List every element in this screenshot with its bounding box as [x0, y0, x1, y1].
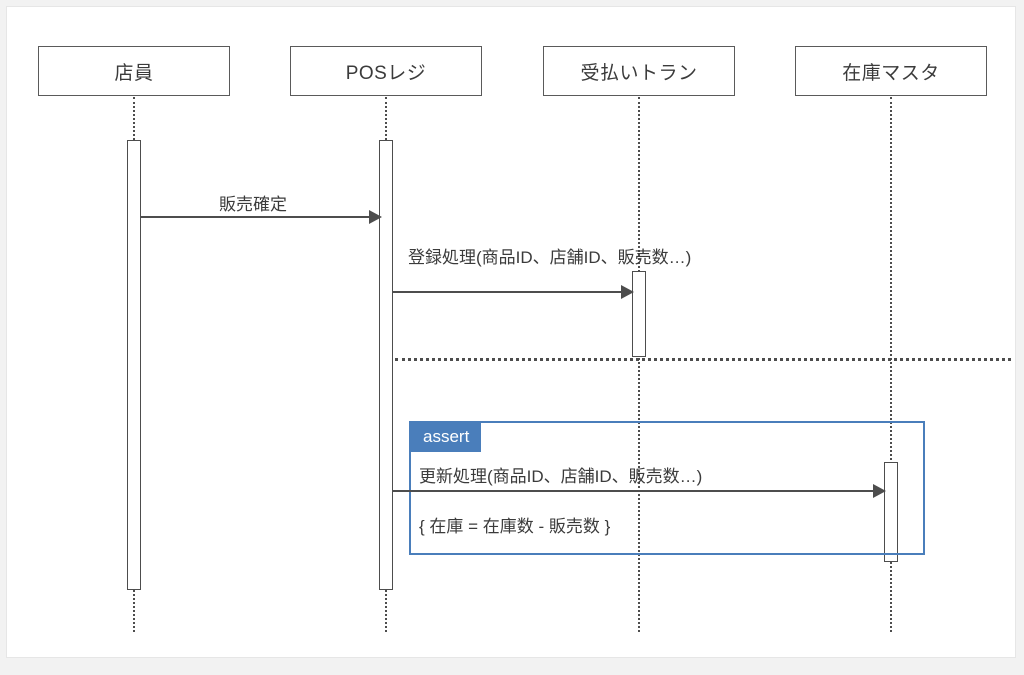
diagram-canvas: 店員 POSレジ 受払いトラン 在庫マスタ 販売確定 登録処理(商品ID、店舗I… [6, 6, 1016, 658]
participant-label-clerk: 店員 [114, 62, 154, 84]
message-label-update: 更新処理(商品ID、店舗ID、販売数…) [419, 467, 703, 486]
participant-box-clerk[interactable]: 店員 [38, 46, 230, 96]
diagram-section-divider [395, 358, 1011, 361]
lifeline-stock [890, 97, 892, 632]
combined-fragment-assert[interactable] [409, 421, 925, 555]
message-label-sales-confirm: 販売確定 [219, 195, 287, 214]
activation-bar-pos[interactable] [379, 140, 393, 590]
participant-label-tran: 受払いトラン [580, 62, 698, 84]
activation-bar-tran[interactable] [632, 271, 646, 357]
message-line-register [393, 291, 627, 293]
fragment-constraint-label: { 在庫 = 在庫数 - 販売数 } [419, 517, 611, 536]
message-arrowhead-update [873, 484, 886, 498]
message-line-update [393, 490, 880, 492]
participant-label-stock: 在庫マスタ [842, 62, 940, 84]
message-label-register: 登録処理(商品ID、店舗ID、販売数…) [408, 248, 692, 267]
message-arrowhead-register [621, 285, 634, 299]
fragment-operator-label-assert: assert [411, 423, 482, 452]
activation-bar-stock[interactable] [884, 462, 898, 562]
participant-box-stock[interactable]: 在庫マスタ [795, 46, 987, 96]
participant-box-tran[interactable]: 受払いトラン [543, 46, 735, 96]
participant-label-pos: POSレジ [345, 62, 427, 84]
message-line-sales-confirm [141, 216, 375, 218]
lifeline-tran [638, 97, 640, 632]
participant-box-pos[interactable]: POSレジ [290, 46, 482, 96]
message-arrowhead-sales-confirm [369, 210, 382, 224]
activation-bar-clerk[interactable] [127, 140, 141, 590]
